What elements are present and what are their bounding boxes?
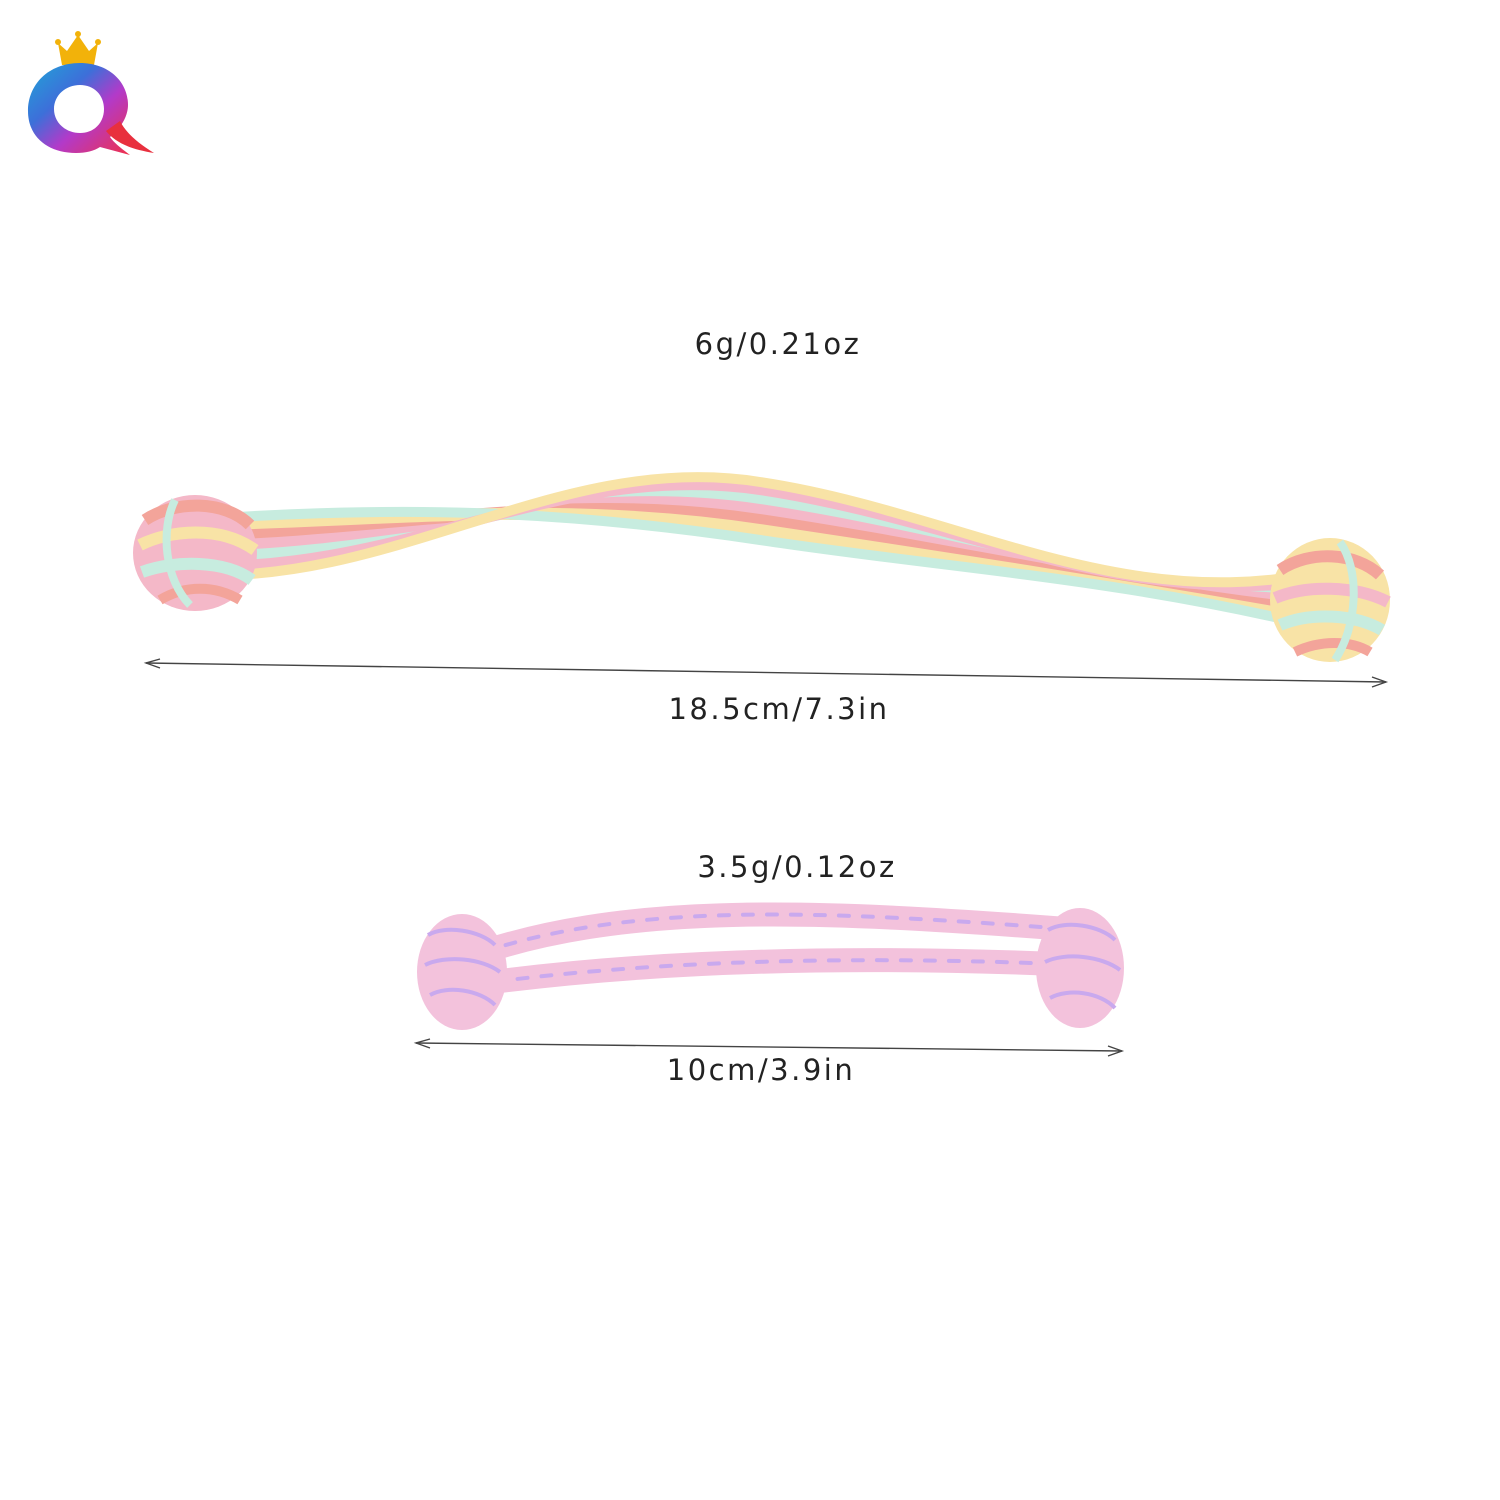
product-2-length-label: 10cm/3.9in (666, 1053, 856, 1087)
product-1-weight-label: 6g/0.21oz (694, 327, 862, 361)
q-crown-logo-icon (28, 31, 154, 155)
product-1-length-label: 18.5cm/7.3in (668, 692, 890, 726)
product-2-weight-label: 3.5g/0.12oz (697, 850, 897, 884)
